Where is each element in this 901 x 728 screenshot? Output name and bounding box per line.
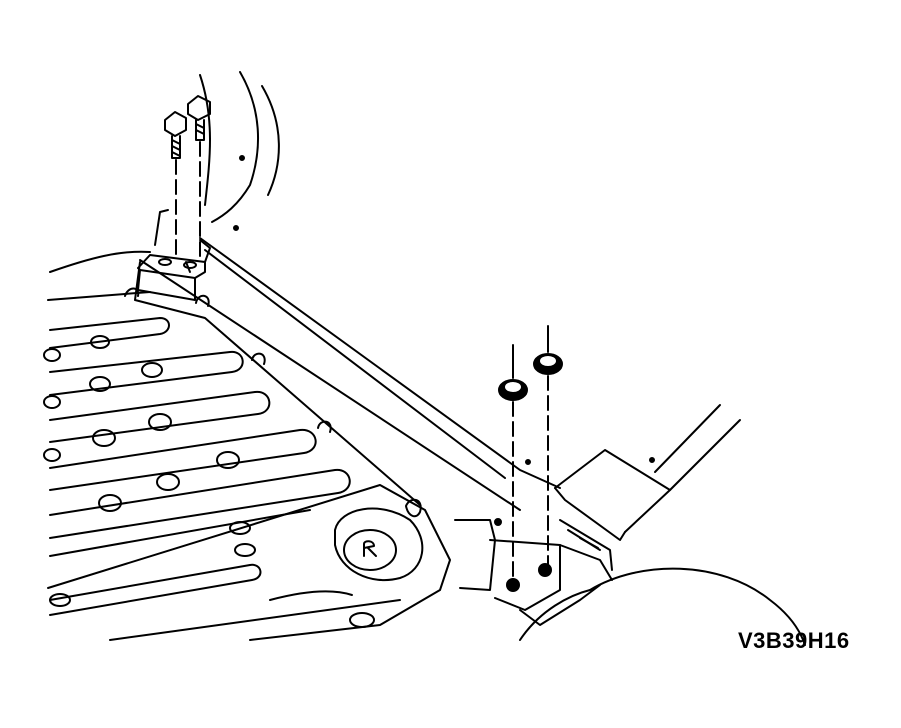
bolt-left-a <box>164 111 187 256</box>
panel-clips <box>124 287 422 518</box>
bolt-left-b <box>187 95 211 263</box>
right-bracket <box>454 459 613 626</box>
floor-side-rail <box>49 237 561 511</box>
spare-well <box>334 507 424 582</box>
cross-member <box>554 404 741 571</box>
floor-ribs <box>49 317 353 616</box>
left-bracket <box>137 209 211 301</box>
rear-bumper <box>519 567 806 646</box>
nut-right-a <box>498 344 528 592</box>
floor-holes <box>43 335 375 628</box>
nut-right-b <box>533 325 563 577</box>
figure-code-label: V3B39H16 <box>738 628 850 653</box>
wheelhouse-curves <box>199 71 280 231</box>
floor-panel <box>47 261 451 641</box>
